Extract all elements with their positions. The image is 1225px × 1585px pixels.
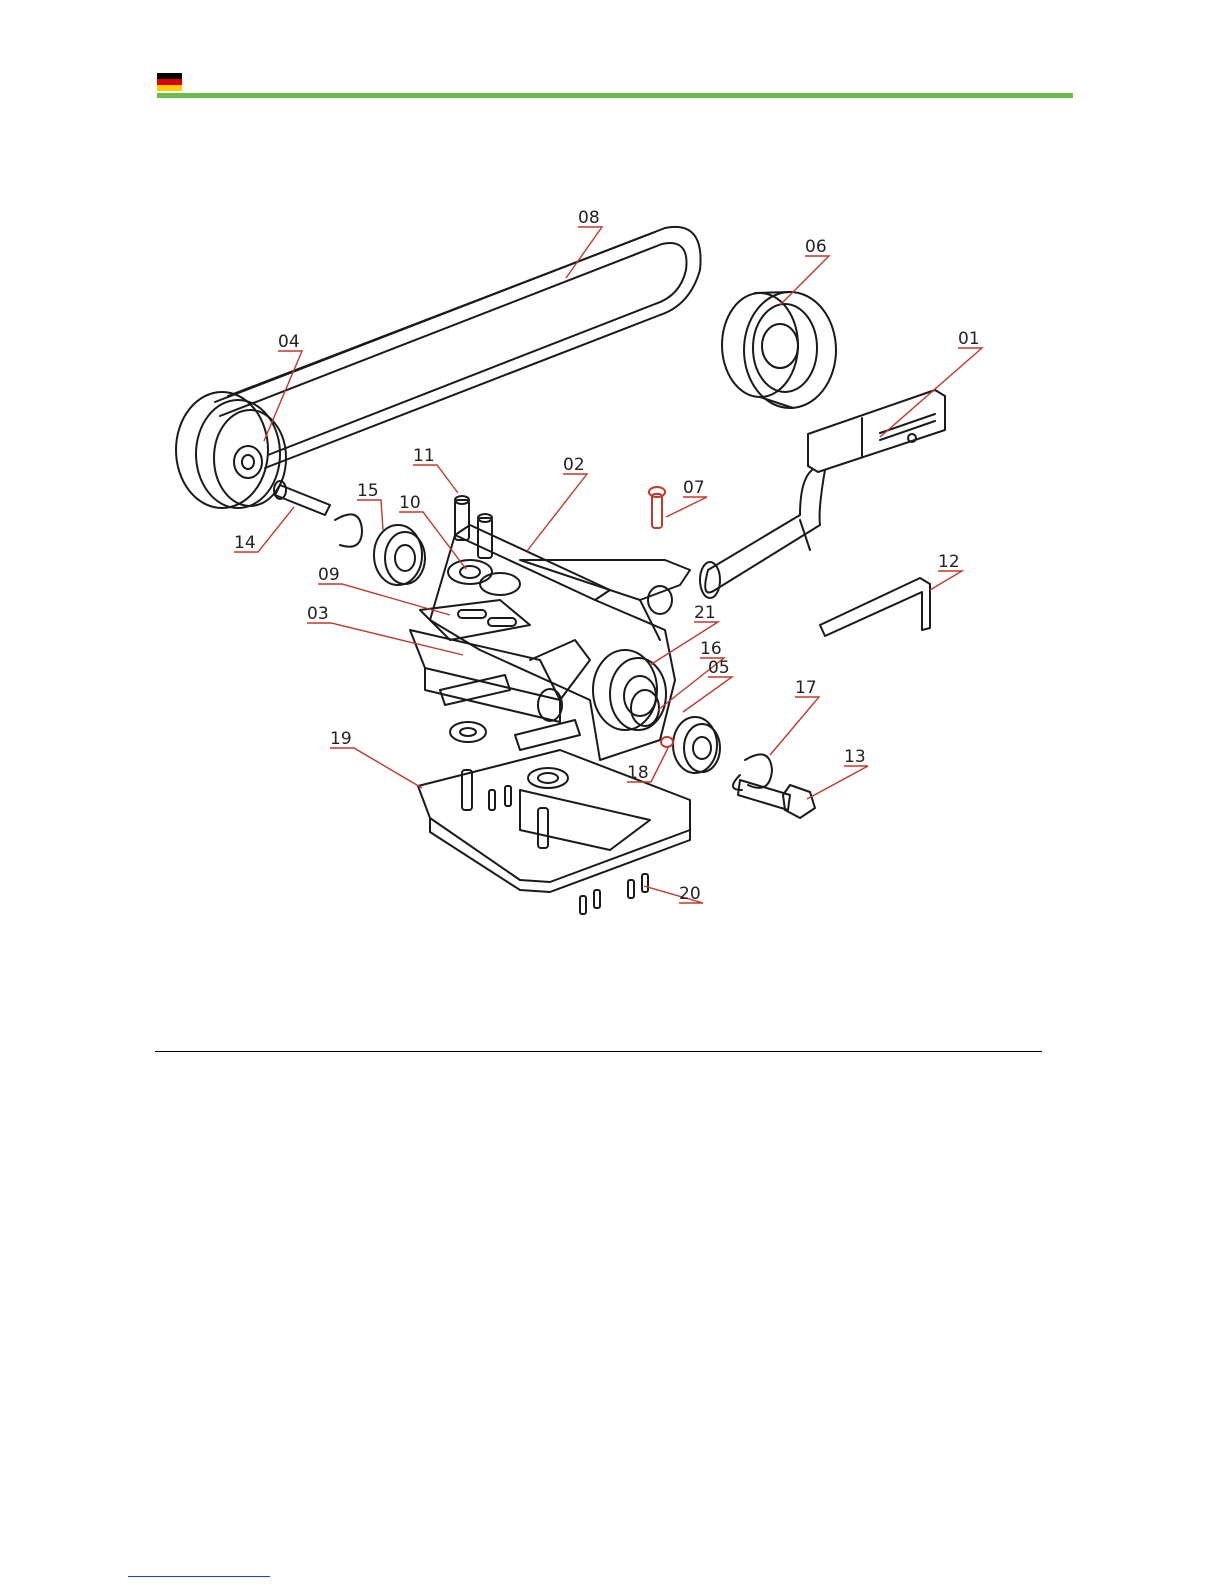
part-label-20: 20 (679, 884, 701, 904)
leader-09 (318, 584, 450, 615)
part-label-08: 08 (578, 208, 600, 228)
part-label-01: 01 (958, 329, 980, 349)
part-label-18: 18 (627, 763, 649, 783)
part-label-14: 14 (234, 533, 256, 553)
shaft-part-14 (274, 481, 362, 547)
section-divider (155, 1051, 1042, 1052)
footer-rule (128, 1576, 270, 1577)
part-label-15: 15 (357, 481, 379, 501)
screw-part-18 (661, 737, 673, 747)
screws-part-20 (580, 874, 648, 914)
leader-17 (770, 697, 819, 755)
part-label-19: 19 (330, 729, 352, 749)
handle-lever-part (700, 390, 945, 598)
leader-19 (330, 748, 422, 788)
part-label-11: 11 (413, 446, 435, 466)
pulley-wheel-part (722, 292, 836, 408)
leader-11 (413, 465, 458, 493)
part-label-09: 09 (318, 565, 340, 585)
leader-12 (930, 571, 962, 590)
part-label-03: 03 (307, 604, 329, 624)
leader-05 (683, 677, 732, 712)
part-label-02: 02 (563, 455, 585, 475)
drive-pulley-part (176, 392, 286, 508)
leader-07 (666, 497, 707, 517)
part-label-10: 10 (399, 493, 421, 513)
part-label-21: 21 (694, 603, 716, 623)
part-label-13: 13 (844, 747, 866, 767)
leader-03 (307, 623, 463, 655)
blade-plate-part (420, 600, 530, 640)
part-label-12: 12 (938, 552, 960, 572)
eccentric-part (448, 560, 520, 595)
leader-06 (780, 256, 829, 305)
leader-13 (807, 766, 868, 799)
bearing-part-15 (374, 525, 425, 585)
hex-key-part (820, 578, 930, 636)
part-label-05: 05 (708, 658, 730, 678)
leader-02 (527, 474, 587, 551)
base-plate-part (418, 750, 690, 892)
part-label-16: 16 (700, 639, 722, 659)
part-label-17: 17 (795, 678, 817, 698)
part-label-07: 07 (683, 478, 705, 498)
leader-01 (880, 348, 982, 437)
part-label-06: 06 (805, 237, 827, 257)
screw-part-07 (649, 487, 665, 528)
bearing-part-05 (673, 717, 720, 773)
part-label-04: 04 (278, 332, 300, 352)
